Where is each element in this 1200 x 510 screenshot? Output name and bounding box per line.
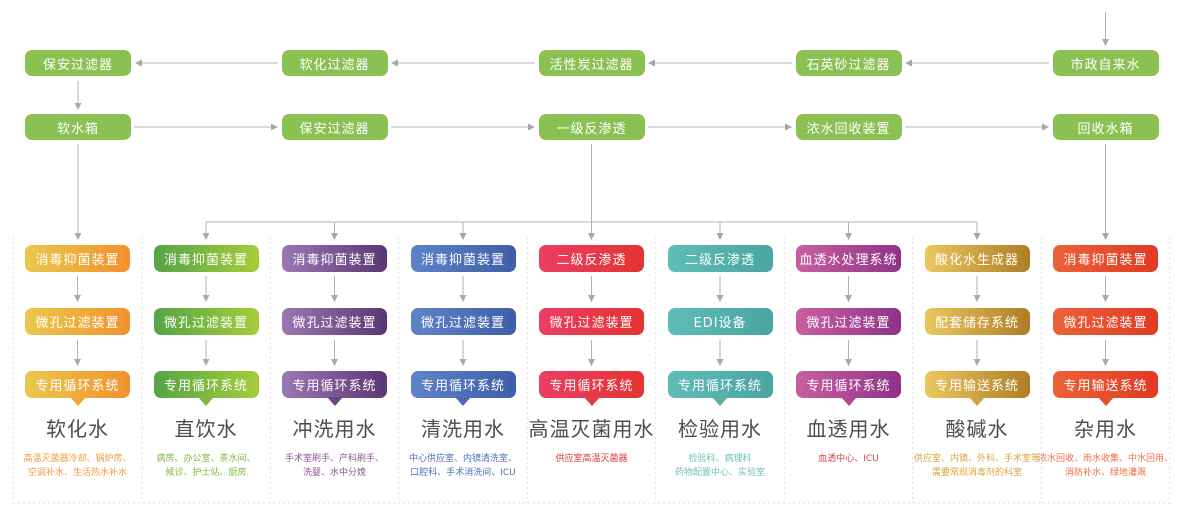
flow-box: 活性炭过滤器: [538, 50, 645, 76]
process-box: 酸化水生成器: [924, 245, 1030, 272]
flow-box: 软水箱: [25, 114, 131, 140]
usage-desc: 高温灭菌器冷却、锅炉房、空调补水、生活热水补水: [10, 452, 146, 480]
process-box: 专用循环系统: [282, 371, 387, 398]
process-box: 微孔过滤装置: [153, 308, 259, 335]
usage-desc: 病房、办公室、茶水间、候诊、护士站、厨房: [138, 452, 274, 480]
bubble-tail: [198, 397, 214, 406]
process-box: 专用循环系统: [667, 371, 773, 398]
flow-box: 石英砂过滤器: [795, 50, 902, 76]
usage-desc-line: 口腔科、手术消洗间、ICU: [410, 468, 516, 478]
bubble-tail: [840, 397, 857, 406]
usage-desc-line: 候诊、护士站、厨房: [165, 468, 247, 478]
usage-desc-line: 洗婴、水中分娩: [302, 468, 366, 478]
process-box: 消毒抑菌装置: [153, 245, 259, 272]
process-box: 消毒抑菌装置: [1053, 245, 1158, 272]
process-box: 微孔过滤装置: [410, 308, 516, 335]
process-box: 微孔过滤装置: [282, 308, 387, 335]
process-box: 专用循环系统: [796, 371, 901, 398]
usage-desc-line: 病房、办公室、茶水间、: [156, 454, 256, 464]
bubble-tail: [326, 397, 343, 406]
process-box: 微孔过滤装置: [539, 308, 644, 335]
usage-desc-line: 高温灭菌器冷却、锅炉房、: [23, 454, 132, 464]
usage-title: 杂用水: [1074, 417, 1137, 441]
flow-box: 浓水回收装置: [795, 114, 902, 140]
usage-title: 软化水: [46, 417, 109, 441]
usage-desc-line: 空调补水、生活热水补水: [27, 468, 127, 478]
bubble-tail: [969, 397, 985, 406]
process-box: 微孔过滤装置: [1053, 308, 1158, 335]
usage-title: 高温灭菌用水: [528, 417, 655, 441]
usage-desc: 检验科、病理科药物配置中心、实验室: [652, 452, 788, 480]
bubble-tail: [712, 397, 728, 406]
process-box: 二级反渗透: [667, 245, 773, 272]
bubble-tail: [583, 397, 600, 406]
bubble-tail: [69, 397, 86, 406]
bubble-tail: [1097, 397, 1114, 406]
usage-desc-line: 消防补水、绿地灌溉: [1064, 468, 1146, 478]
usage-desc-line: 手术室刷手、产科刷手、: [284, 454, 384, 464]
process-box: 血透水处理系统: [796, 245, 901, 272]
usage-desc: 手术室刷手、产科刷手、洗婴、水中分娩: [267, 452, 403, 480]
usage-title: 酸碱水: [945, 417, 1009, 441]
process-box: 微孔过滤装置: [796, 308, 901, 335]
process-box: EDI设备: [667, 308, 773, 335]
flow-box: 保安过滤器: [281, 114, 388, 140]
usage-desc-line: 需要常规消毒剂的科室: [931, 468, 1022, 478]
usage-desc-line: 供应室、内镜、外科、手术室等: [913, 454, 1040, 464]
usage-desc: 供应室高温灭菌器: [524, 452, 660, 466]
process-box: 专用循环系统: [153, 371, 259, 398]
process-box: 二级反渗透: [539, 245, 644, 272]
usage-title: 血透用水: [806, 417, 891, 441]
usage-desc: 浓水回收、雨水收集、中水回用、消防补水、绿地灌溉: [1038, 452, 1174, 480]
process-box: 消毒抑菌装置: [282, 245, 387, 272]
bubble-tail: [455, 397, 471, 406]
usage-desc: 血透中心、ICU: [781, 452, 917, 466]
process-box: 消毒抑菌装置: [25, 245, 130, 272]
flow-box: 回收水箱: [1052, 114, 1159, 140]
usage-desc-line: 浓水回收、雨水收集、中水回用、: [1037, 454, 1173, 464]
usage-desc-line: 药物配置中心、实验室: [674, 468, 765, 478]
usage-title: 清洗用水: [421, 417, 505, 441]
process-box: 微孔过滤装置: [25, 308, 130, 335]
process-box: 专用输送系统: [1053, 371, 1158, 398]
usage-desc: 供应室、内镜、外科、手术室等需要常规消毒剂的科室: [909, 452, 1045, 480]
flow-box: 软化过滤器: [281, 50, 388, 76]
usage-title: 检验用水: [678, 417, 762, 441]
process-box: 配套储存系统: [924, 308, 1030, 335]
usage-title: 直饮水: [174, 417, 238, 441]
process-box: 专用循环系统: [25, 371, 130, 398]
process-box: 专用循环系统: [410, 371, 516, 398]
usage-desc-line: 血透中心、ICU: [818, 454, 879, 464]
usage-desc-line: 中心供应室、内镜清洗室、: [408, 454, 517, 464]
flow-box: 一级反渗透: [538, 114, 645, 140]
usage-desc: 中心供应室、内镜清洗室、口腔科、手术消洗间、ICU: [395, 452, 531, 480]
usage-desc-line: 检验科、病理科: [688, 454, 752, 464]
flow-box: 保安过滤器: [25, 50, 131, 76]
usage-desc-line: 供应室高温灭菌器: [555, 454, 628, 464]
process-box: 专用输送系统: [924, 371, 1030, 398]
process-box: 消毒抑菌装置: [410, 245, 516, 272]
usage-title: 冲洗用水: [292, 417, 377, 441]
flow-box: 市政自来水: [1052, 50, 1159, 76]
process-box: 专用循环系统: [539, 371, 644, 398]
